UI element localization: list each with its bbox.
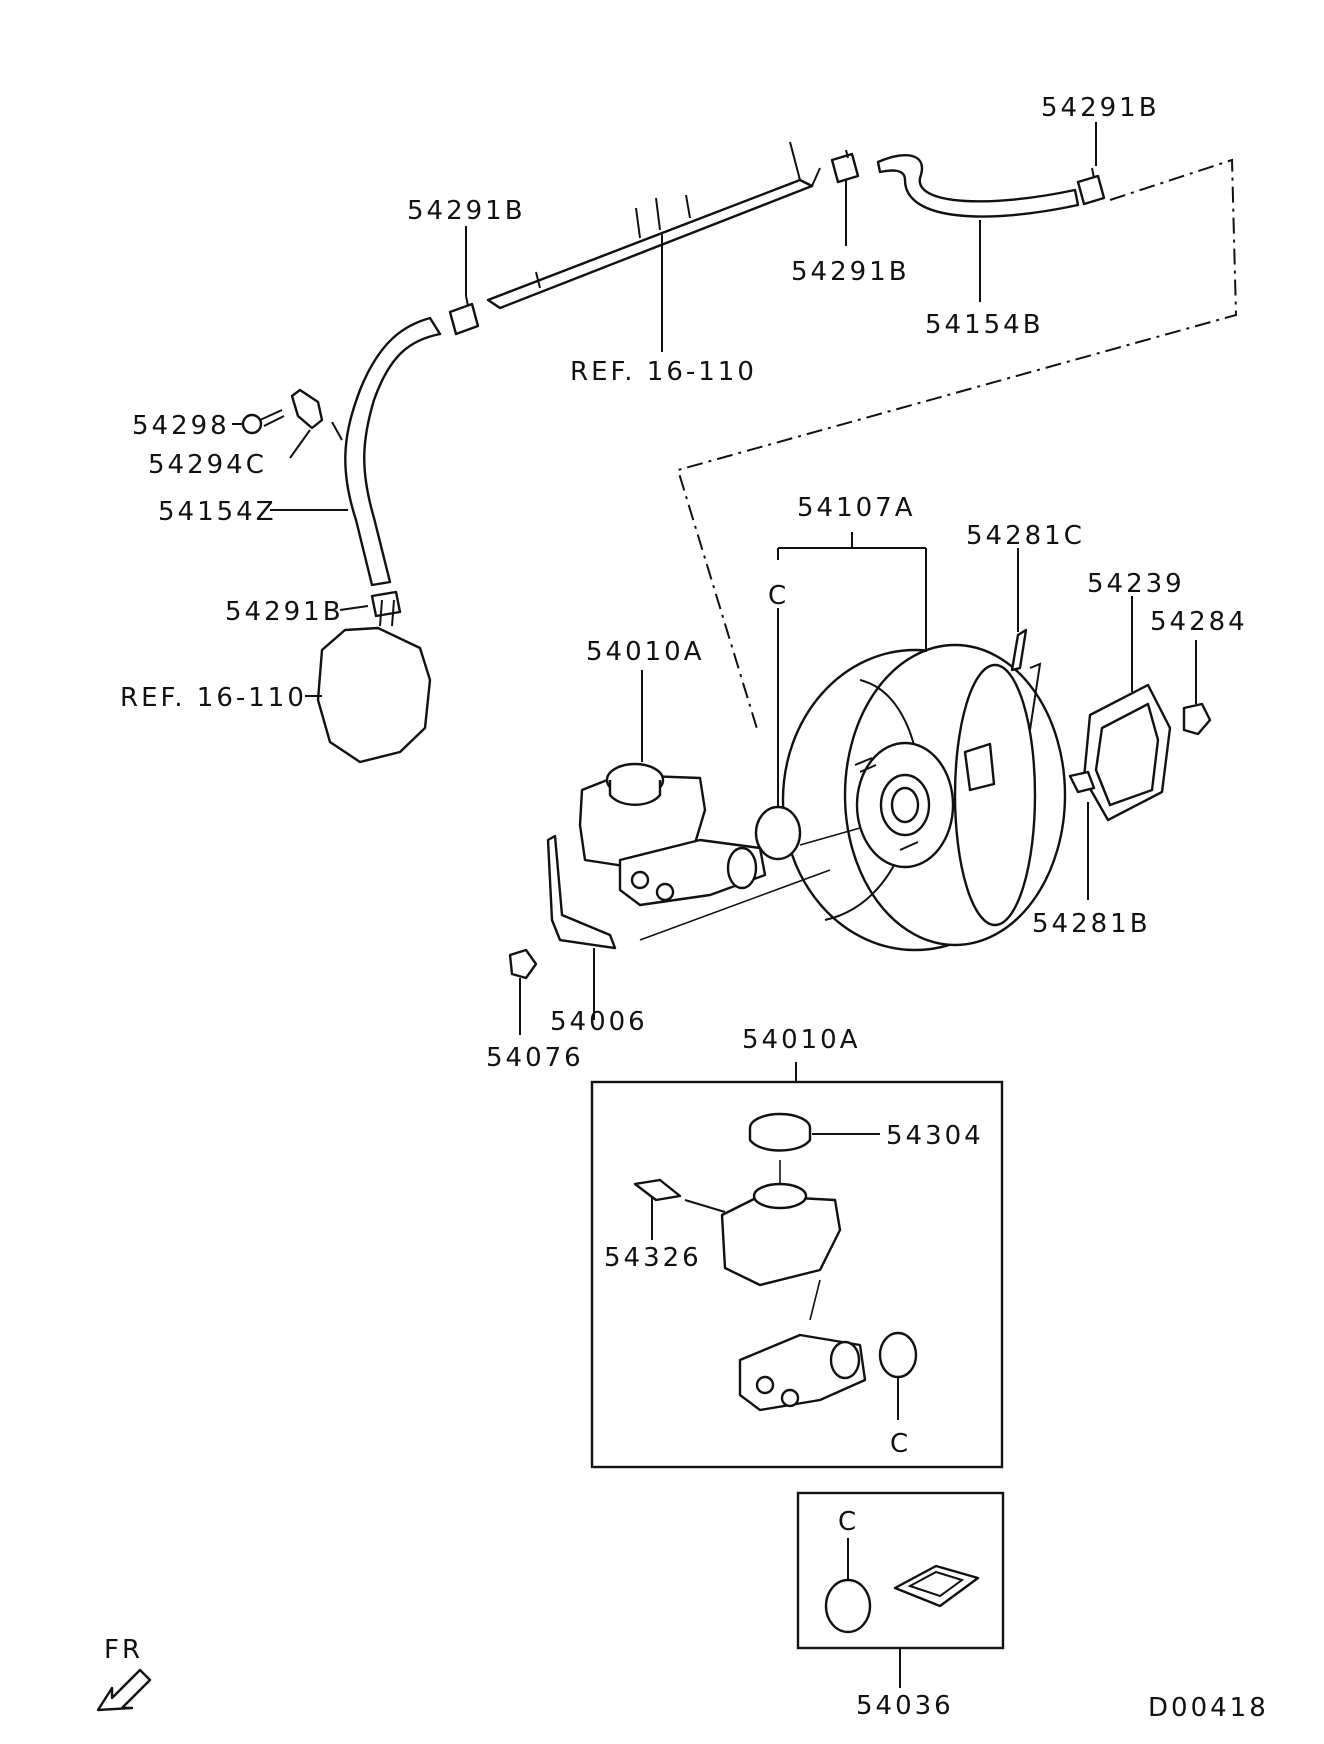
clamp-54291b-bottom [370,590,402,618]
front-arrow-icon [96,1668,152,1712]
label-booster: 54107A [797,493,916,523]
label-front: FR [104,1635,143,1665]
grease-packet [893,1564,980,1608]
clamp-54291b-pipe-right [830,149,860,184]
label-clamp-pipe-left: 54291B [407,196,526,226]
brake-booster-54107a [781,643,1067,952]
label-clip: 54294C [148,450,267,480]
label-gasket: 54239 [1087,569,1185,599]
reservoir-cap-54304 [748,1112,812,1152]
label-nut-booster: 54284 [1150,607,1248,637]
label-hose-lower: 54154Z [158,497,277,527]
label-diagram-id: D00418 [1148,1693,1269,1723]
label-cap: 54304 [886,1121,984,1151]
label-clamp-bottom: 54291B [225,597,344,627]
reservoir-tank-ref [316,599,432,764]
hose-54154b [876,154,1080,218]
label-kit: 54036 [856,1691,954,1721]
bolt-54298 [241,409,285,435]
label-bolt: 54298 [132,411,230,441]
hose-54154z [344,316,442,587]
kit-box-54036 [796,1491,1005,1650]
pin-54281b [1068,770,1096,794]
vacuum-pipe-ref [486,141,821,310]
label-clamp-top-right: 54291B [1041,93,1160,123]
label-ref-pipe: REF. 16-110 [570,357,757,387]
cylinder-body-detail [738,1333,867,1412]
label-clamp-pipe-right: 54291B [791,257,910,287]
nut-54284 [1182,702,1212,736]
dashdot-link-line [676,158,1238,733]
label-check-valve: 54281C [966,521,1085,551]
label-bracket: 54006 [550,1007,648,1037]
leader-lines [232,122,1197,1688]
label-pin: 54281B [1032,909,1151,939]
oring-c-kit [824,1578,872,1634]
reservoir-body [720,1182,842,1287]
label-c-booster: C [768,581,789,611]
check-valve-54281c [1010,628,1028,672]
clamp-54291b-top-right [1076,167,1106,206]
nut-54076 [508,948,538,980]
gasket-54239 [1082,683,1172,822]
label-strainer: 54326 [604,1243,702,1273]
label-nut-bracket: 54076 [486,1043,584,1073]
label-master-cyl: 54010A [586,637,705,667]
clip-54294c [290,388,324,430]
bracket-54006 [546,834,617,950]
label-c-detail: C [890,1429,911,1459]
label-c-kit: C [838,1507,859,1537]
oring-c-booster [754,805,802,861]
label-master-cyl-detail: 54010A [742,1025,861,1055]
label-ref-tank: REF. 16-110 [120,683,307,713]
master-cylinder-54010a [578,762,767,907]
strainer-54326 [633,1178,682,1202]
label-hose-upper: 54154B [925,310,1044,340]
clamp-54291b-pipe-left [448,295,480,336]
association-lines [639,827,861,1321]
oring-c-detail [878,1331,918,1379]
